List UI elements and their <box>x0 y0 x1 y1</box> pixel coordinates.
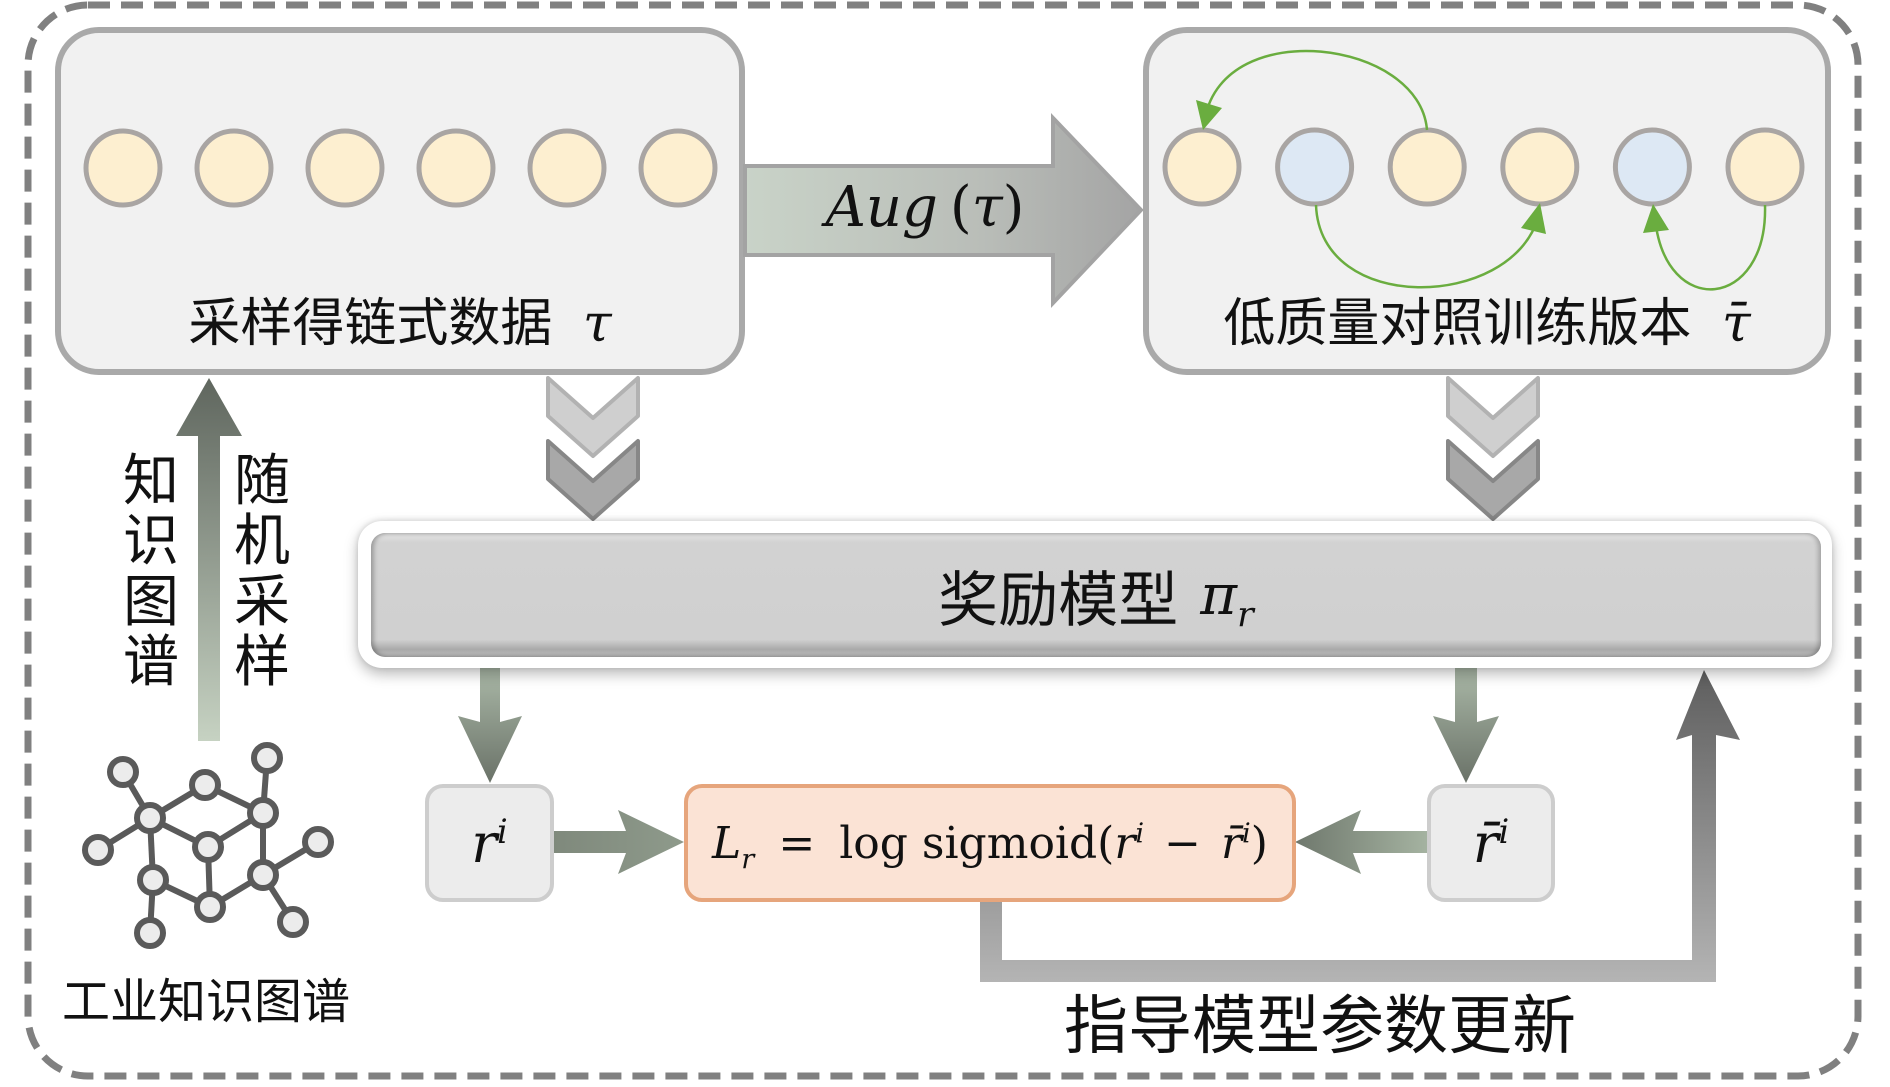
kg-node <box>82 834 114 866</box>
loss-func: log sigmoid( <box>839 817 1115 869</box>
sampled-chain-node-5 <box>527 128 607 208</box>
contrast-chain-text: 低质量对照训练版本 <box>1223 294 1692 354</box>
reward-down-arrow-right <box>1433 668 1499 783</box>
r-superscript: i <box>497 811 508 851</box>
vertical-char: 采 <box>234 569 290 635</box>
sampled-chain-box <box>55 27 745 375</box>
vertical-char: 机 <box>234 509 290 575</box>
vertical-char: 谱 <box>123 630 179 696</box>
kg-node <box>137 864 169 896</box>
kg-node <box>192 831 224 863</box>
swap-arcs <box>1201 49 1767 291</box>
contrast-chain-node-3 <box>1387 127 1467 207</box>
reward-model-bar: 奖励模型 πr <box>371 533 1821 657</box>
vertical-label-random-sampling: 随 机 采 样 <box>229 449 295 696</box>
arrowhead-icon <box>1521 203 1546 234</box>
contrast-chain-nodes <box>1162 127 1805 207</box>
augment-arrow <box>743 113 1144 309</box>
sampled-chain-text: 采样得链式数据 <box>188 294 553 354</box>
contrast-chain-box <box>1143 27 1831 375</box>
r-symbol: r <box>471 811 498 875</box>
feedback-label: 指导模型参数更新 <box>1064 990 1576 1064</box>
rbar-superscript: i <box>1498 811 1510 851</box>
sampling-up-arrow <box>176 378 242 741</box>
contrast-chain-node-2-augmented <box>1275 127 1355 207</box>
contrast-chain-node-1 <box>1162 127 1242 207</box>
sampled-chain-node-2 <box>194 128 274 208</box>
loss-a-sup: i <box>1135 817 1145 849</box>
kg-node <box>302 826 334 858</box>
loss-eq: = <box>778 817 816 869</box>
loss-close: ) <box>1250 817 1268 869</box>
rbar-symbol: r̄ <box>1472 811 1499 875</box>
arrowhead-icon <box>1196 100 1222 130</box>
contrast-chain-node-4 <box>1500 127 1580 207</box>
swap-arc-1 <box>1201 49 1429 131</box>
loss-a: r <box>1114 817 1136 869</box>
swap-arc-heads <box>1196 100 1669 234</box>
kg-node <box>277 906 309 938</box>
reward-model-symbol: πr <box>1200 562 1253 633</box>
sampled-chain-node-4 <box>416 128 496 208</box>
loss-formula: Lr = log sigmoid(ri − r̄i) <box>712 817 1268 873</box>
reward-negative: r̄i <box>1473 812 1510 875</box>
knowledge-graph-label: 工业知识图谱 <box>61 974 350 1030</box>
augment-label: Aug(τ) <box>825 175 1025 240</box>
sampled-chain-symbol: τ <box>582 294 612 354</box>
vertical-label-knowledge-graph: 知 识 图 谱 <box>118 449 184 696</box>
loss-lhs-sub: r <box>741 843 755 875</box>
augment-arg: τ <box>971 175 1003 240</box>
sampled-chain-node-3 <box>305 128 385 208</box>
kg-node <box>107 756 139 788</box>
arrow-to-loss-left <box>553 810 684 874</box>
arrowhead-icon <box>1643 204 1669 233</box>
loss-b-sup: i <box>1242 817 1251 849</box>
contrast-chain-node-6 <box>1725 127 1805 207</box>
kg-node <box>189 769 221 801</box>
sampled-chain-nodes <box>83 128 718 208</box>
kg-node <box>251 742 283 774</box>
network-graph-icon <box>82 742 334 949</box>
kg-node <box>134 917 166 949</box>
reward-positive: ri <box>471 812 508 875</box>
contrast-chain-symbol: τ̄ <box>1721 294 1751 354</box>
swap-arc-2 <box>1314 204 1541 289</box>
kg-node <box>247 797 279 829</box>
swap-arc-3 <box>1650 204 1767 291</box>
chevron-down-icon-right <box>1446 376 1540 521</box>
loss-b: r̄ <box>1221 817 1243 869</box>
vertical-char: 识 <box>123 509 179 575</box>
vertical-char: 图 <box>123 569 179 635</box>
loss-lhs: L <box>712 817 742 869</box>
pi-subscript: r <box>1237 594 1254 635</box>
augment-func: Aug <box>825 175 938 240</box>
vertical-char: 知 <box>123 449 179 514</box>
sampled-chain-node-1 <box>83 128 163 208</box>
kg-node <box>247 859 279 891</box>
vertical-char: 随 <box>234 449 290 514</box>
chevron-down-icon-left <box>546 376 640 521</box>
pi-symbol: π <box>1200 562 1238 628</box>
reward-down-arrow-left <box>458 668 522 783</box>
reward-negative-box: r̄i <box>1427 784 1555 902</box>
reward-model-label: 奖励模型 <box>938 565 1179 636</box>
sampled-chain-label: 采样得链式数据 τ <box>55 298 745 350</box>
loss-formula-box: Lr = log sigmoid(ri − r̄i) <box>684 784 1296 902</box>
loss-minus: − <box>1164 817 1201 869</box>
arrow-to-loss-right <box>1295 810 1428 874</box>
kg-node <box>194 891 226 923</box>
reward-positive-box: ri <box>425 784 554 902</box>
kg-node <box>134 802 166 834</box>
vertical-char: 样 <box>234 630 290 696</box>
sampled-chain-node-6 <box>638 128 718 208</box>
contrast-chain-label: 低质量对照训练版本 τ̄ <box>1143 298 1831 350</box>
contrast-chain-node-5-augmented <box>1612 127 1692 207</box>
